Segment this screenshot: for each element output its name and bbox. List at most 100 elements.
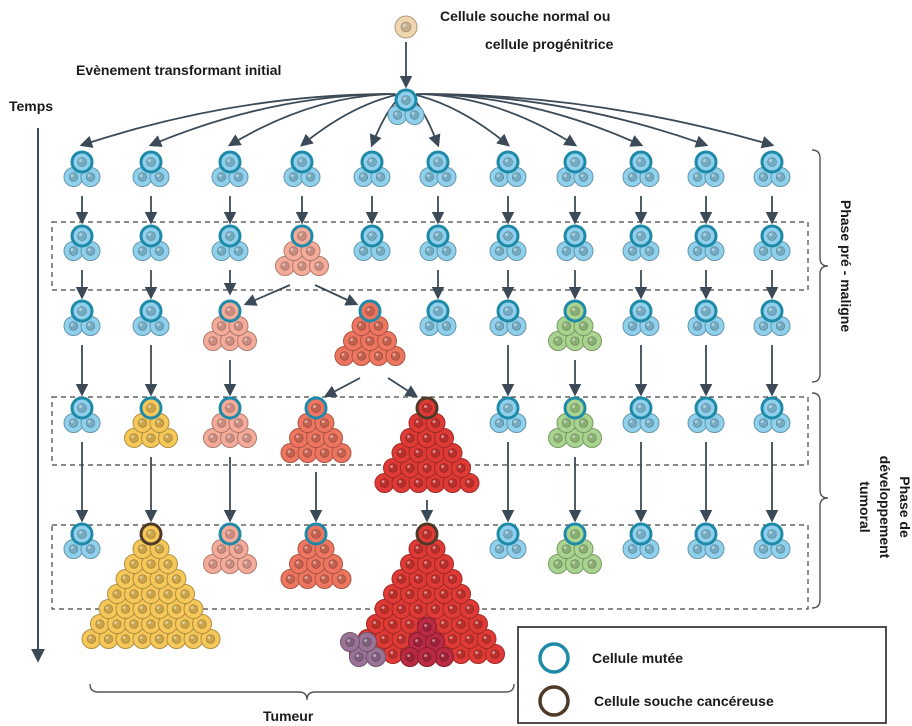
cell (292, 256, 312, 276)
mutated-cell (563, 299, 587, 323)
mutated-cell (496, 150, 520, 174)
cluster-r1-c10 (753, 150, 791, 187)
mutated-cell (218, 224, 242, 248)
cell-clusters (63, 15, 791, 667)
cluster-r5-9 (753, 522, 791, 559)
cell (442, 443, 463, 463)
cell (582, 331, 602, 351)
cell (175, 584, 195, 604)
cluster-r2-c10 (753, 224, 791, 261)
cell (417, 617, 437, 637)
cell (385, 346, 406, 366)
mutated-cell (290, 150, 314, 174)
cell (476, 629, 497, 649)
cluster-r1-c2 (211, 150, 249, 187)
mutated-cell (563, 150, 587, 174)
cell (565, 331, 585, 351)
cell (141, 584, 161, 604)
cluster-r1-c8 (622, 150, 660, 187)
cancer-stem-cell (415, 396, 439, 420)
cell (331, 569, 352, 589)
cell (434, 584, 454, 604)
cluster-r4-2 (203, 396, 257, 448)
mutated-cell (496, 522, 520, 546)
cell (98, 629, 119, 649)
cluster-r1-c6 (489, 150, 527, 187)
cell (141, 428, 161, 448)
cell (417, 584, 437, 604)
cell (548, 428, 568, 448)
cell (417, 428, 437, 448)
cluster-r2-c8 (622, 224, 660, 261)
cell (80, 167, 101, 187)
cluster-r5-3 (280, 522, 352, 589)
cell (323, 428, 343, 448)
cell (451, 614, 471, 634)
cluster-r4-8 (687, 396, 725, 433)
legend-mutated-label: Cellule mutée (592, 650, 683, 666)
cell (374, 473, 395, 493)
cluster-r4-1 (124, 396, 178, 448)
mutated-cell (218, 522, 242, 546)
cell (149, 629, 170, 649)
mutated-cell (426, 150, 450, 174)
cell (192, 614, 212, 634)
mutated-cell (358, 299, 382, 323)
phase-premaligne-label: Phase pré - maligne (838, 200, 854, 332)
cell (383, 458, 403, 478)
mutated-cell (139, 150, 163, 174)
cell (451, 584, 471, 604)
mutated-cell (218, 299, 242, 323)
cell (442, 599, 463, 619)
mutated-cell (694, 224, 718, 248)
cell (289, 554, 309, 574)
cell (451, 458, 471, 478)
cell (107, 584, 127, 604)
cell (81, 629, 102, 649)
cluster-r1-c1 (132, 150, 170, 187)
cell (442, 569, 463, 589)
cell (132, 599, 153, 619)
mutated-cell (70, 299, 94, 323)
mutated-cell (360, 224, 384, 248)
mutated-cell (629, 522, 653, 546)
cell (309, 256, 329, 276)
mutated-cell (496, 299, 520, 323)
cell (425, 443, 446, 463)
mutated-cell (629, 299, 653, 323)
mutated-cell (760, 150, 784, 174)
cell (306, 554, 326, 574)
tumor-label: Tumeur (263, 708, 314, 724)
cell (417, 554, 437, 574)
cell (360, 331, 380, 351)
cell (141, 554, 161, 574)
branch-arrow (314, 284, 359, 306)
cluster-r3-2 (203, 299, 257, 351)
mutated-cell (760, 396, 784, 420)
cell (391, 443, 412, 463)
cell (280, 443, 301, 463)
cell (434, 428, 454, 448)
cell (357, 632, 377, 652)
mutated-cell (218, 150, 242, 174)
phase-dev-label-line3: tumoral (857, 481, 873, 532)
fan-arrow (427, 93, 775, 149)
mutated-cell (563, 522, 587, 546)
branch-arrow (323, 377, 361, 398)
cluster-r3-6 (548, 299, 602, 351)
fan-out-arrows (79, 93, 775, 149)
cell (434, 554, 454, 574)
mutated-cell (139, 396, 163, 420)
cluster-r4-5 (489, 396, 527, 433)
cluster-r2-c2 (211, 224, 249, 261)
cluster-r5-5 (489, 522, 527, 559)
cluster-r1-c3 (283, 150, 321, 187)
cluster-r3-0 (63, 299, 101, 336)
mutated-cell (139, 299, 163, 323)
cell (183, 599, 204, 619)
cluster-r2-c6 (489, 224, 527, 261)
cell (468, 614, 488, 634)
cancer-stem-cell (139, 522, 163, 546)
cluster-r3-1 (132, 299, 170, 336)
